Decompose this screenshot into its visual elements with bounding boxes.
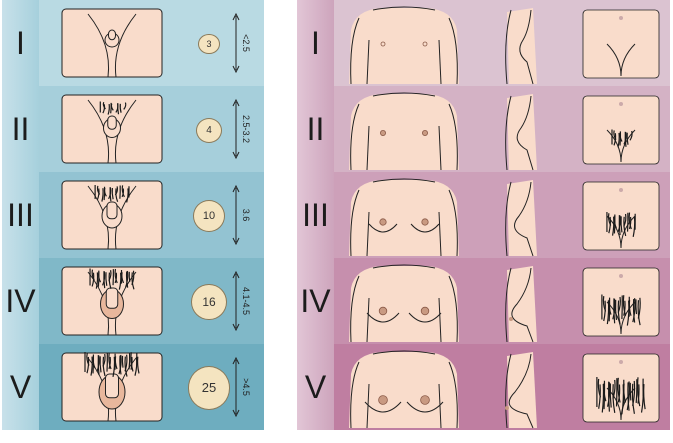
- female-stage-row: V: [297, 344, 670, 430]
- torso-profile-illustration: [493, 344, 553, 430]
- right-nipple: [422, 41, 428, 47]
- pubic-hair: [99, 101, 127, 115]
- pubic-hair: [611, 129, 633, 148]
- torso-front-illustration: [341, 258, 467, 344]
- pubic-illustration: [577, 0, 665, 86]
- penis: [107, 115, 117, 130]
- pubic-hair: [601, 294, 641, 326]
- stage-label: II: [2, 86, 39, 172]
- stage-label: II: [297, 86, 334, 172]
- torso-front-illustration: [341, 344, 467, 430]
- length-dimension: <2.5: [230, 8, 260, 78]
- genital-illustration: [48, 258, 178, 344]
- length-label: 4.1-4.5: [241, 286, 251, 316]
- torso-profile-illustration: [493, 86, 553, 172]
- penis: [106, 201, 118, 220]
- genital-illustration: [48, 0, 178, 86]
- right-nipple: [421, 218, 429, 226]
- stage-label: III: [2, 172, 39, 258]
- testicular-volume-bead: 4: [196, 117, 222, 143]
- right-nipple: [420, 306, 430, 316]
- male-stage-row: I 3 <2.5: [2, 0, 264, 86]
- stage-label: IV: [2, 258, 39, 344]
- male-stage-row: II 4 2.5-3.2: [2, 86, 264, 172]
- torso-front-illustration: [341, 0, 467, 86]
- stage-label: III: [297, 172, 334, 258]
- torso-profile-illustration: [493, 172, 553, 258]
- length-dimension: 3.6: [230, 180, 260, 250]
- stage-label: V: [297, 344, 334, 430]
- length-label: >4.5: [241, 378, 251, 396]
- genital-illustration: [48, 86, 178, 172]
- testicular-volume-bead: 10: [193, 200, 225, 232]
- stage-label: I: [297, 0, 334, 86]
- testicular-volume-bead: 25: [188, 366, 230, 410]
- torso-front-illustration: [341, 172, 467, 258]
- length-label: 2.5-3.2: [241, 114, 251, 144]
- torso-profile-illustration: [493, 258, 553, 344]
- length-label: <2.5: [241, 34, 251, 52]
- pubic-hair: [606, 212, 636, 237]
- stage-label: V: [2, 344, 39, 430]
- penis: [108, 29, 116, 41]
- left-nipple: [378, 306, 388, 316]
- torso-front-illustration: [341, 86, 467, 172]
- right-nipple: [420, 395, 430, 405]
- pubic-illustration: [577, 344, 665, 430]
- length-dimension: 4.1-4.5: [230, 266, 260, 336]
- stage-label: I: [2, 0, 39, 86]
- male-stage-row: IV 16 4.1-4.5: [2, 258, 264, 344]
- left-nipple: [379, 218, 387, 226]
- genital-illustration: [48, 344, 178, 430]
- pubic-hair: [89, 268, 135, 290]
- length-label: 3.6: [241, 208, 251, 222]
- male-stage-row: III 10 3.6: [2, 172, 264, 258]
- stage-label: IV: [297, 258, 334, 344]
- testicular-volume-bead: 16: [191, 283, 227, 321]
- pubic-hair: [84, 352, 140, 377]
- penis: [105, 373, 119, 399]
- genital-illustration: [48, 172, 178, 258]
- female-stage-row: IV: [297, 258, 670, 344]
- male-stage-row: V 25 >4.5: [2, 344, 264, 430]
- pubic-illustration: [577, 258, 665, 344]
- testicular-volume-bead: 3: [198, 33, 220, 55]
- female-stage-row: III: [297, 172, 670, 258]
- pubic-hair: [94, 185, 130, 203]
- pubic-illustration: [577, 86, 665, 172]
- left-nipple: [380, 130, 387, 137]
- left-nipple: [378, 395, 388, 405]
- female-stage-row: I: [297, 0, 670, 86]
- female-stage-row: II: [297, 86, 670, 172]
- right-nipple: [422, 130, 429, 137]
- penis: [105, 287, 119, 309]
- torso-profile-illustration: [493, 0, 553, 86]
- pubic-illustration: [577, 172, 665, 258]
- left-nipple: [380, 41, 386, 47]
- length-dimension: >4.5: [230, 352, 260, 422]
- pubic-hair: [596, 377, 646, 415]
- length-dimension: 2.5-3.2: [230, 94, 260, 164]
